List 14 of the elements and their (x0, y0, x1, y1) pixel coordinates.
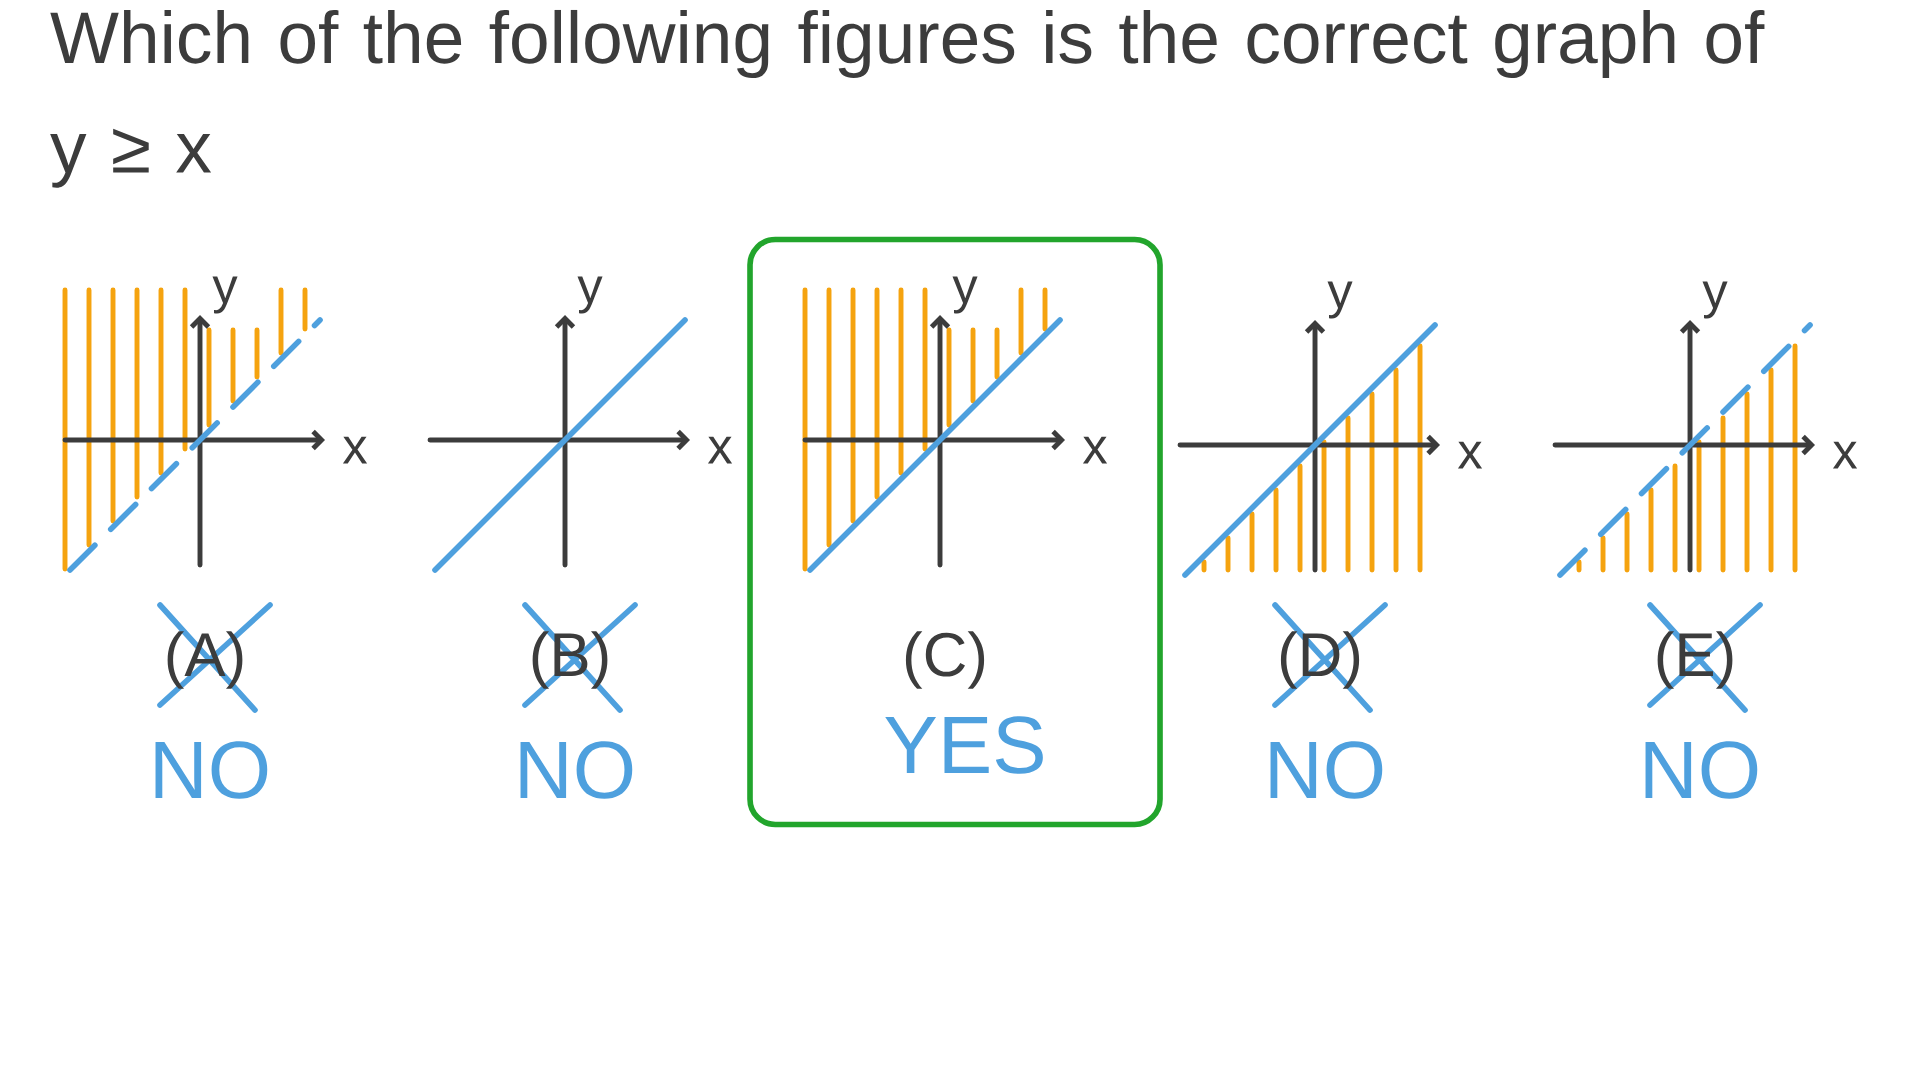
axis-label: y (952, 276, 978, 314)
answer-label: NO (1270, 741, 1383, 799)
axis-label: y (1702, 281, 1728, 319)
axis-label: y (212, 276, 238, 314)
axis-label: y (577, 276, 603, 314)
answer-label: NO (155, 741, 268, 799)
axis-label: x (1832, 441, 1858, 469)
axis-label: x (1457, 441, 1483, 469)
axis-label: x (1082, 436, 1108, 464)
answer-label: NO (1645, 741, 1758, 799)
question-text: Which of the following figures is the correct graph of y ≥ x (50, 9, 1765, 188)
axis-label: x (342, 436, 368, 464)
answer-label: NO (520, 741, 633, 799)
axis-label: y (1327, 281, 1353, 319)
